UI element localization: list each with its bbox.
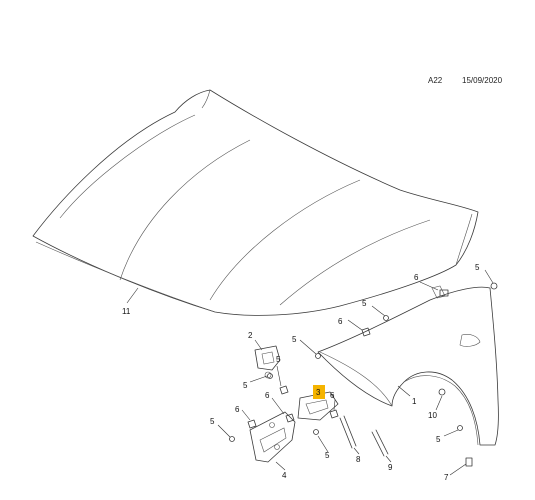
callout-5: 5: [325, 451, 330, 460]
leader-lines: [126, 269, 494, 476]
callout-11: 11: [122, 307, 131, 316]
highlight-box: [313, 385, 325, 399]
callout-8: 8: [356, 455, 361, 464]
strut-part-9[interactable]: [371, 429, 389, 457]
callout-5: 5: [436, 435, 441, 444]
hood-part[interactable]: [32, 89, 479, 316]
fasteners: [229, 282, 498, 467]
callout-6: 6: [330, 391, 335, 400]
callout-10: 10: [428, 411, 437, 420]
callout-4: 4: [282, 471, 287, 480]
callout-2: 2: [248, 331, 253, 340]
callout-3: 3: [316, 388, 321, 397]
fender-part[interactable]: [317, 285, 499, 446]
diagram-date: 15/09/2020: [462, 76, 503, 85]
callout-5: 5: [475, 263, 480, 272]
callout-7: 7: [444, 473, 449, 482]
callout-6: 6: [265, 391, 270, 400]
callout-5: 5: [362, 299, 367, 308]
callout-5: 5: [292, 335, 297, 344]
callout-5: 5: [243, 381, 248, 390]
callout-labels: 11 2 4 1 3 5 5 5 5 5 5 5 5 6 6 6 6 6 6 7…: [122, 263, 480, 482]
callout-5: 5: [276, 355, 281, 364]
diagram-code: A22: [428, 76, 443, 85]
callout-5: 5: [210, 417, 215, 426]
strut-part-8[interactable]: [339, 415, 357, 449]
callout-6: 6: [414, 273, 419, 282]
callout-6: 6: [235, 405, 240, 414]
callout-6: 6: [338, 317, 343, 326]
hinge-lower-part[interactable]: [249, 411, 296, 463]
callout-1: 1: [412, 397, 417, 406]
callout-9: 9: [388, 463, 393, 472]
